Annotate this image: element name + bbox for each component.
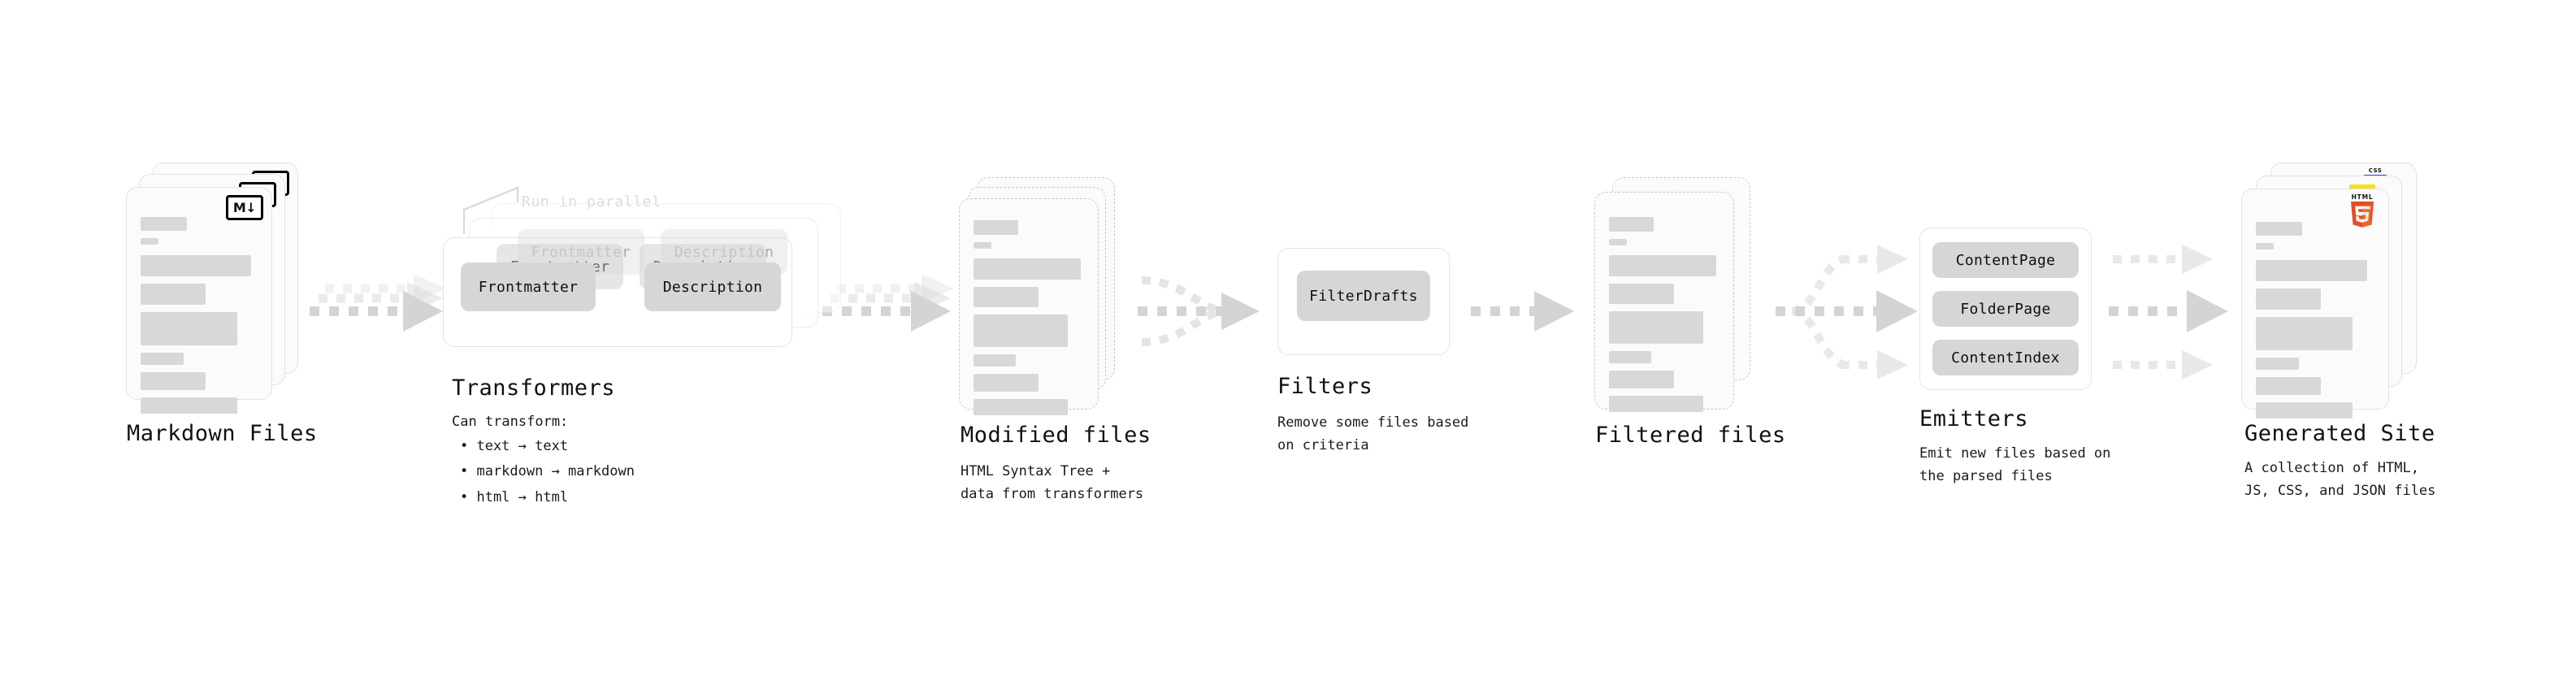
skeleton-bar [1609, 284, 1674, 304]
transformer-pill-frontmatter[interactable]: Frontmatter [461, 262, 596, 311]
modified-skeleton-content [974, 220, 1084, 423]
transformers-bullet-item: • markdown → markdown [460, 463, 635, 480]
generated-site-subtitle: A collection of HTML, JS, CSS, and JSON … [2244, 460, 2436, 500]
markdown-file-stack: M↓ M↓ M↓ [126, 163, 313, 423]
caption-title-filtered-files: Filtered files [1595, 423, 1786, 448]
filters-subtitle: Remove some files based on criteria [1277, 414, 1469, 454]
skeleton-bar [1609, 351, 1651, 363]
skeleton-bar [141, 255, 251, 276]
caption-title-transformers: Transformers [452, 375, 616, 401]
markdown-skeleton-content [141, 217, 258, 421]
caption-title-modified-files: Modified files [961, 423, 1151, 448]
skeleton-bar [141, 372, 206, 390]
connector-filtered-to-emitters [1776, 245, 1918, 380]
skeleton-bar [141, 397, 237, 414]
skeleton-bar [974, 354, 1016, 367]
markdown-badge-icon: M↓ [226, 195, 263, 220]
skeleton-bar [141, 238, 158, 245]
modified-files-subtitle: HTML Syntax Tree + data from transformer… [961, 463, 1144, 503]
skeleton-bar [974, 220, 1018, 235]
skeleton-bar [974, 287, 1039, 307]
filter-pill-filterdrafts[interactable]: FilterDrafts [1297, 271, 1430, 321]
connector-markdown-to-transformers [310, 274, 446, 332]
skeleton-bar [141, 353, 184, 365]
skeleton-bar [1609, 396, 1703, 412]
skeleton-bar [2256, 243, 2274, 249]
skeleton-bar [1609, 255, 1716, 276]
connector-transformers-to-modified [822, 274, 954, 332]
caption-title-generated-site: Generated Site [2244, 421, 2435, 446]
skeleton-bar [1609, 311, 1703, 344]
transformer-pill-description[interactable]: Description [644, 262, 781, 311]
caption-title-filters: Filters [1277, 374, 1373, 399]
skeleton-bar [974, 258, 1081, 280]
skeleton-bar [1609, 217, 1654, 232]
filtered-skeleton-content [1609, 217, 1720, 419]
run-in-parallel-annotation: Run in parallel [522, 193, 661, 210]
generated-site-skeleton-content [2256, 222, 2374, 426]
emitter-pill-folderpage[interactable]: FolderPage [1932, 291, 2079, 327]
skeleton-bar [2256, 358, 2299, 370]
skeleton-bar [1609, 371, 1674, 388]
connector-modified-to-filters [1138, 276, 1260, 346]
skeleton-bar [974, 242, 991, 249]
stage-modified-files [959, 177, 1146, 437]
modified-file-card-front[interactable] [959, 198, 1099, 415]
skeleton-bar [974, 399, 1068, 415]
generated-site-card-html[interactable]: HTML [2241, 189, 2389, 419]
emitter-pill-contentindex[interactable]: ContentIndex [1932, 340, 2079, 375]
skeleton-bar [974, 314, 1068, 347]
transformers-bullet-item: • text → text [460, 438, 569, 454]
transformers-subtitle: Can transform: [452, 414, 569, 430]
emitter-pill-contentpage[interactable]: ContentPage [1932, 242, 2079, 278]
skeleton-bar [2256, 222, 2302, 236]
stage-filtered-files [1594, 177, 1781, 437]
connector-emitters-to-site [2109, 245, 2228, 380]
markdown-file-card-front[interactable]: M↓ [126, 187, 272, 414]
skeleton-bar [2256, 402, 2353, 419]
html5-badge-icon: HTML [2348, 194, 2377, 231]
connector-filters-to-filtered [1471, 291, 1574, 332]
skeleton-bar [2256, 377, 2321, 395]
stage-markdown-files: M↓ M↓ M↓ [126, 163, 313, 423]
skeleton-bar [1609, 239, 1627, 245]
skeleton-bar [141, 217, 187, 231]
skeleton-bar [974, 374, 1039, 392]
generated-site-stack: CSS HTML [2241, 163, 2436, 431]
skeleton-bar [2256, 260, 2367, 281]
skeleton-bar [2256, 288, 2321, 310]
skeleton-bar [141, 284, 206, 305]
caption-title-emitters: Emitters [1919, 406, 2029, 432]
skeleton-bar [2256, 317, 2353, 350]
skeleton-bar [141, 312, 237, 345]
transformers-bullet-item: • html → html [460, 488, 569, 505]
emitters-subtitle: Emit new files based on the parsed files [1919, 445, 2111, 485]
caption-title-markdown-files: Markdown Files [127, 421, 318, 446]
filtered-file-card-front[interactable] [1594, 192, 1734, 412]
filtered-file-stack [1594, 177, 1781, 437]
stage-generated-site: CSS HTML [2241, 163, 2436, 431]
modified-file-stack [959, 177, 1146, 437]
transformers-bullet-list: • text → text • markdown → markdown • ht… [460, 434, 635, 510]
